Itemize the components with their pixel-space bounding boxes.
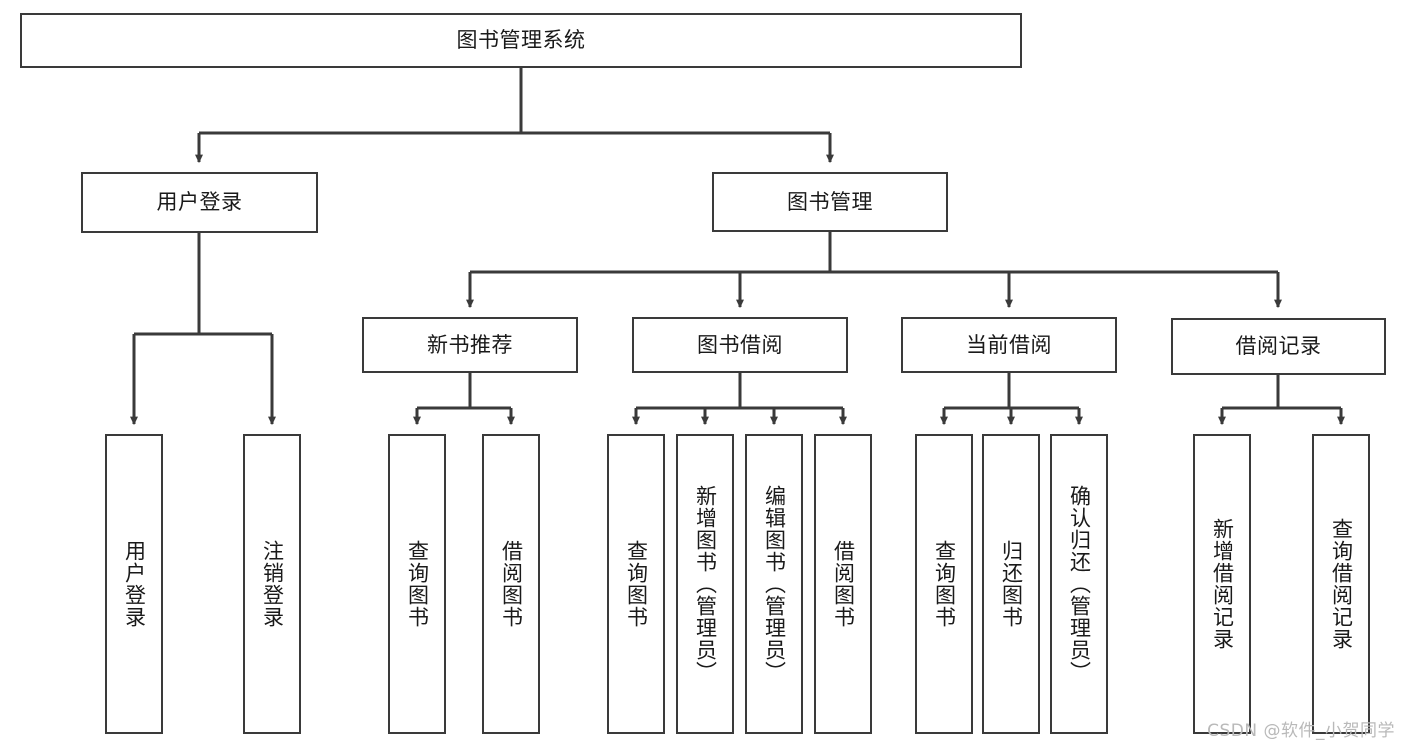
node-new-book-recommend-label: 新书推荐 (427, 332, 513, 357)
node-current-borrow-label: 当前借阅 (966, 332, 1052, 357)
node-root[interactable]: 图书管理系统 (20, 13, 1022, 68)
node-leaf-return-book-label: 归还图书 (999, 540, 1024, 628)
node-leaf-edit-book-admin[interactable]: 编辑图书（管理员） (745, 434, 803, 734)
node-leaf-query-book-3-label: 查询图书 (932, 540, 957, 628)
node-leaf-add-borrow-record[interactable]: 新增借阅记录 (1193, 434, 1251, 734)
node-leaf-query-book-2-label: 查询图书 (624, 540, 649, 628)
node-borrow-record-label: 借阅记录 (1235, 334, 1322, 359)
node-leaf-query-book-2[interactable]: 查询图书 (607, 434, 665, 734)
node-leaf-user-login-label: 用户登录 (122, 540, 147, 628)
node-leaf-return-book[interactable]: 归还图书 (982, 434, 1040, 734)
node-leaf-logout-login[interactable]: 注销登录 (243, 434, 301, 734)
node-current-borrow[interactable]: 当前借阅 (901, 317, 1117, 373)
node-leaf-add-book-admin-label: 新增图书（管理员） (693, 485, 718, 683)
node-leaf-add-book-admin[interactable]: 新增图书（管理员） (676, 434, 734, 734)
node-leaf-query-book-3[interactable]: 查询图书 (915, 434, 973, 734)
node-book-borrow-label: 图书借阅 (697, 332, 783, 357)
node-leaf-borrow-book-2-label: 借阅图书 (831, 540, 856, 628)
node-root-label: 图书管理系统 (456, 28, 586, 53)
node-leaf-query-book-1-label: 查询图书 (405, 540, 430, 628)
node-book-manage[interactable]: 图书管理 (712, 172, 948, 232)
node-leaf-confirm-return-admin-label: 确认归还（管理员） (1067, 485, 1092, 683)
watermark: CSDN @软件_小贺同学 (1207, 721, 1395, 741)
node-leaf-user-login[interactable]: 用户登录 (105, 434, 163, 734)
node-leaf-query-borrow-record-label: 查询借阅记录 (1329, 518, 1354, 650)
node-user-login-label: 用户登录 (156, 190, 243, 215)
node-leaf-logout-login-label: 注销登录 (260, 540, 285, 628)
node-leaf-query-borrow-record[interactable]: 查询借阅记录 (1312, 434, 1370, 734)
node-new-book-recommend[interactable]: 新书推荐 (362, 317, 578, 373)
node-leaf-confirm-return-admin[interactable]: 确认归还（管理员） (1050, 434, 1108, 734)
node-borrow-record[interactable]: 借阅记录 (1171, 318, 1386, 375)
node-leaf-edit-book-admin-label: 编辑图书（管理员） (762, 485, 787, 683)
node-leaf-add-borrow-record-label: 新增借阅记录 (1210, 518, 1235, 650)
node-book-manage-label: 图书管理 (787, 189, 873, 214)
node-leaf-query-book-1[interactable]: 查询图书 (388, 434, 446, 734)
node-leaf-borrow-book-1-label: 借阅图书 (499, 540, 524, 628)
node-leaf-borrow-book-1[interactable]: 借阅图书 (482, 434, 540, 734)
node-user-login[interactable]: 用户登录 (81, 172, 318, 233)
node-leaf-borrow-book-2[interactable]: 借阅图书 (814, 434, 872, 734)
node-book-borrow[interactable]: 图书借阅 (632, 317, 848, 373)
